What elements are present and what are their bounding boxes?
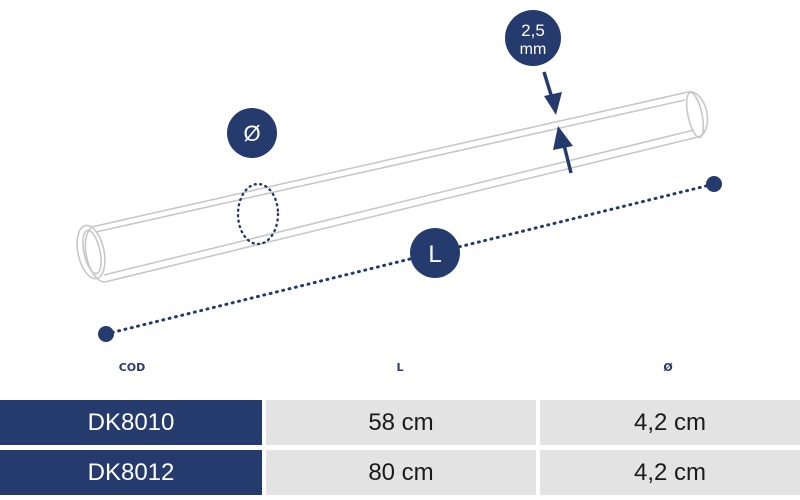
length-badge-label: L [428, 241, 441, 268]
thickness-badge: 2,5 mm [505, 10, 561, 66]
tube-inner-edge-bottom [103, 129, 695, 276]
thickness-arrowhead-top [544, 92, 562, 115]
length-endpoint-start [98, 326, 114, 342]
column-header-code: COD [118, 361, 146, 374]
diameter-badge-label: Ø [243, 121, 260, 146]
diameter-cell: 4,2 cm [540, 400, 800, 445]
table-row: DK8012 80 cm 4,2 cm [0, 450, 800, 495]
thickness-arrows [542, 71, 573, 174]
length-badge: L [410, 228, 460, 278]
length-endpoint-end [706, 176, 722, 192]
table-row: DK8010 58 cm 4,2 cm [0, 400, 800, 445]
diameter-cell: 4,2 cm [540, 450, 800, 495]
diameter-badge: Ø [227, 108, 277, 158]
tube-end-opening-inner [82, 229, 102, 275]
thickness-unit: mm [520, 41, 547, 58]
diameter-cross-section [236, 182, 280, 246]
tube [76, 90, 709, 283]
tube-inner-edge-top [95, 99, 686, 233]
tube-far-end [685, 91, 705, 139]
length-cell: 58 cm [266, 400, 536, 445]
product-code-cell: DK8010 [0, 400, 262, 445]
thickness-arrow-top [542, 71, 554, 99]
product-code-cell: DK8012 [0, 450, 262, 495]
thickness-arrow-bottom [562, 144, 573, 174]
spec-table: DK8010 58 cm 4,2 cm DK8012 80 cm 4,2 cm [0, 400, 800, 500]
column-header-diameter: Ø [663, 361, 673, 374]
tube-outer-outline [84, 90, 709, 283]
length-cell: 80 cm [266, 450, 536, 495]
thickness-arrowhead-bottom [553, 126, 573, 150]
tube-diagram: Ø L 2,5 mm [76, 10, 722, 342]
length-dimension-line [104, 182, 716, 336]
column-header-length: L [396, 361, 404, 374]
tube-end-opening [76, 224, 106, 280]
thickness-value: 2,5 [521, 21, 545, 40]
